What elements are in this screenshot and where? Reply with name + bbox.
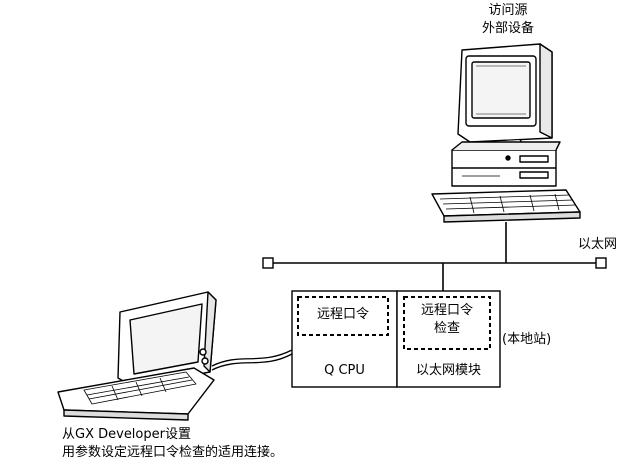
plc-station xyxy=(291,290,501,388)
ethernet-label: 以太网 xyxy=(578,237,618,252)
caption-line1: 从GX Developer设置 xyxy=(62,427,191,442)
left-terminator xyxy=(262,257,274,269)
module-function-label-line2: 检查 xyxy=(433,321,460,336)
local-station-note: (本地站) xyxy=(502,332,552,347)
qcpu-unit xyxy=(291,290,398,388)
right-terminator xyxy=(595,257,607,269)
caption-line2: 用参数设定远程口令检查的适用连接。 xyxy=(62,445,284,460)
module-function-label-line1: 远程口令 xyxy=(420,303,473,318)
qcpu-label: Q CPU xyxy=(324,363,365,378)
source-device-title-line2: 外部设备 xyxy=(481,21,534,36)
qcpu-password-box xyxy=(297,296,389,336)
laptop-cable xyxy=(211,349,293,367)
desktop-computer-icon xyxy=(431,43,581,223)
ethernet-module-unit xyxy=(396,290,501,388)
source-device-title-line1: 访问源 xyxy=(488,3,528,18)
module-password-check-box xyxy=(403,296,491,350)
ethernet-cables xyxy=(273,222,596,291)
qcpu-function-label: 远程口令 xyxy=(316,307,369,322)
ethernet-module-label: 以太网模块 xyxy=(415,363,481,378)
laptop-computer-icon xyxy=(57,291,217,421)
